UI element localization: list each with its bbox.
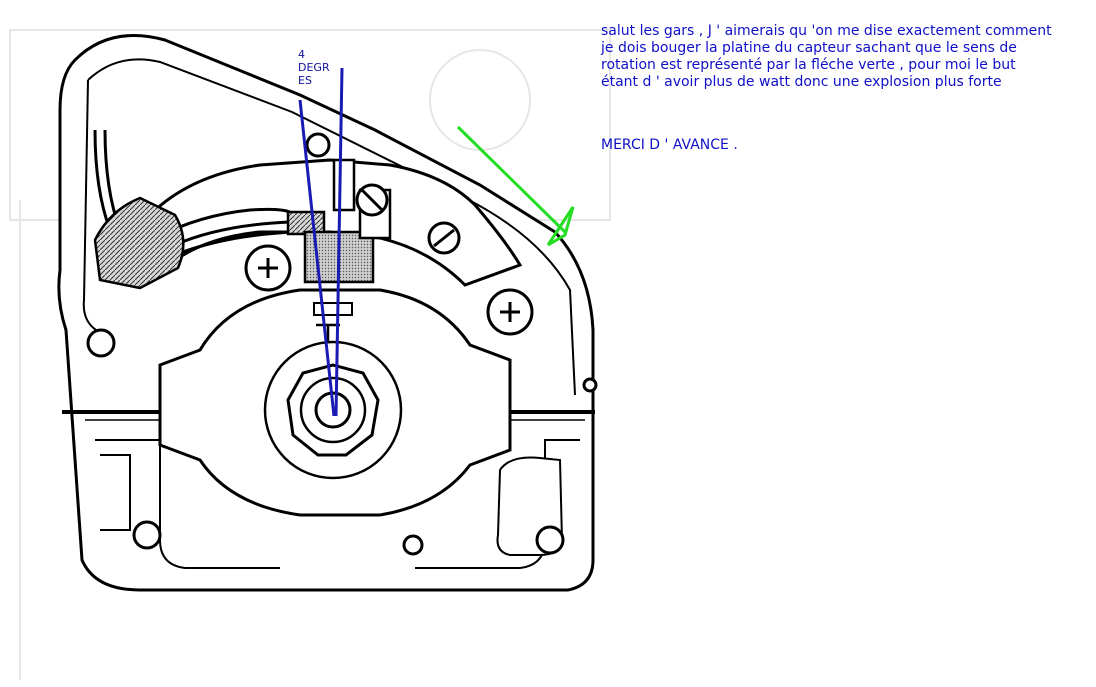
green-rotation-arrow-icon — [456, 125, 575, 247]
timing-mark — [316, 323, 340, 342]
phillips-screw-icon — [486, 288, 534, 336]
cable-grommet — [93, 196, 185, 290]
thanks-text: MERCI D ' AVANCE . — [601, 137, 738, 153]
slotted-screw-icon — [355, 183, 389, 217]
slotted-screw-icon — [427, 221, 461, 255]
question-text: salut les gars , J ' aimerais qu 'on me … — [601, 23, 1052, 90]
phillips-screw-icon — [244, 244, 292, 292]
angle-lines — [298, 67, 344, 417]
mounting-holes — [86, 132, 598, 556]
pickup-plate — [148, 158, 523, 287]
angle-label: 4 DEGR ES — [298, 48, 330, 87]
